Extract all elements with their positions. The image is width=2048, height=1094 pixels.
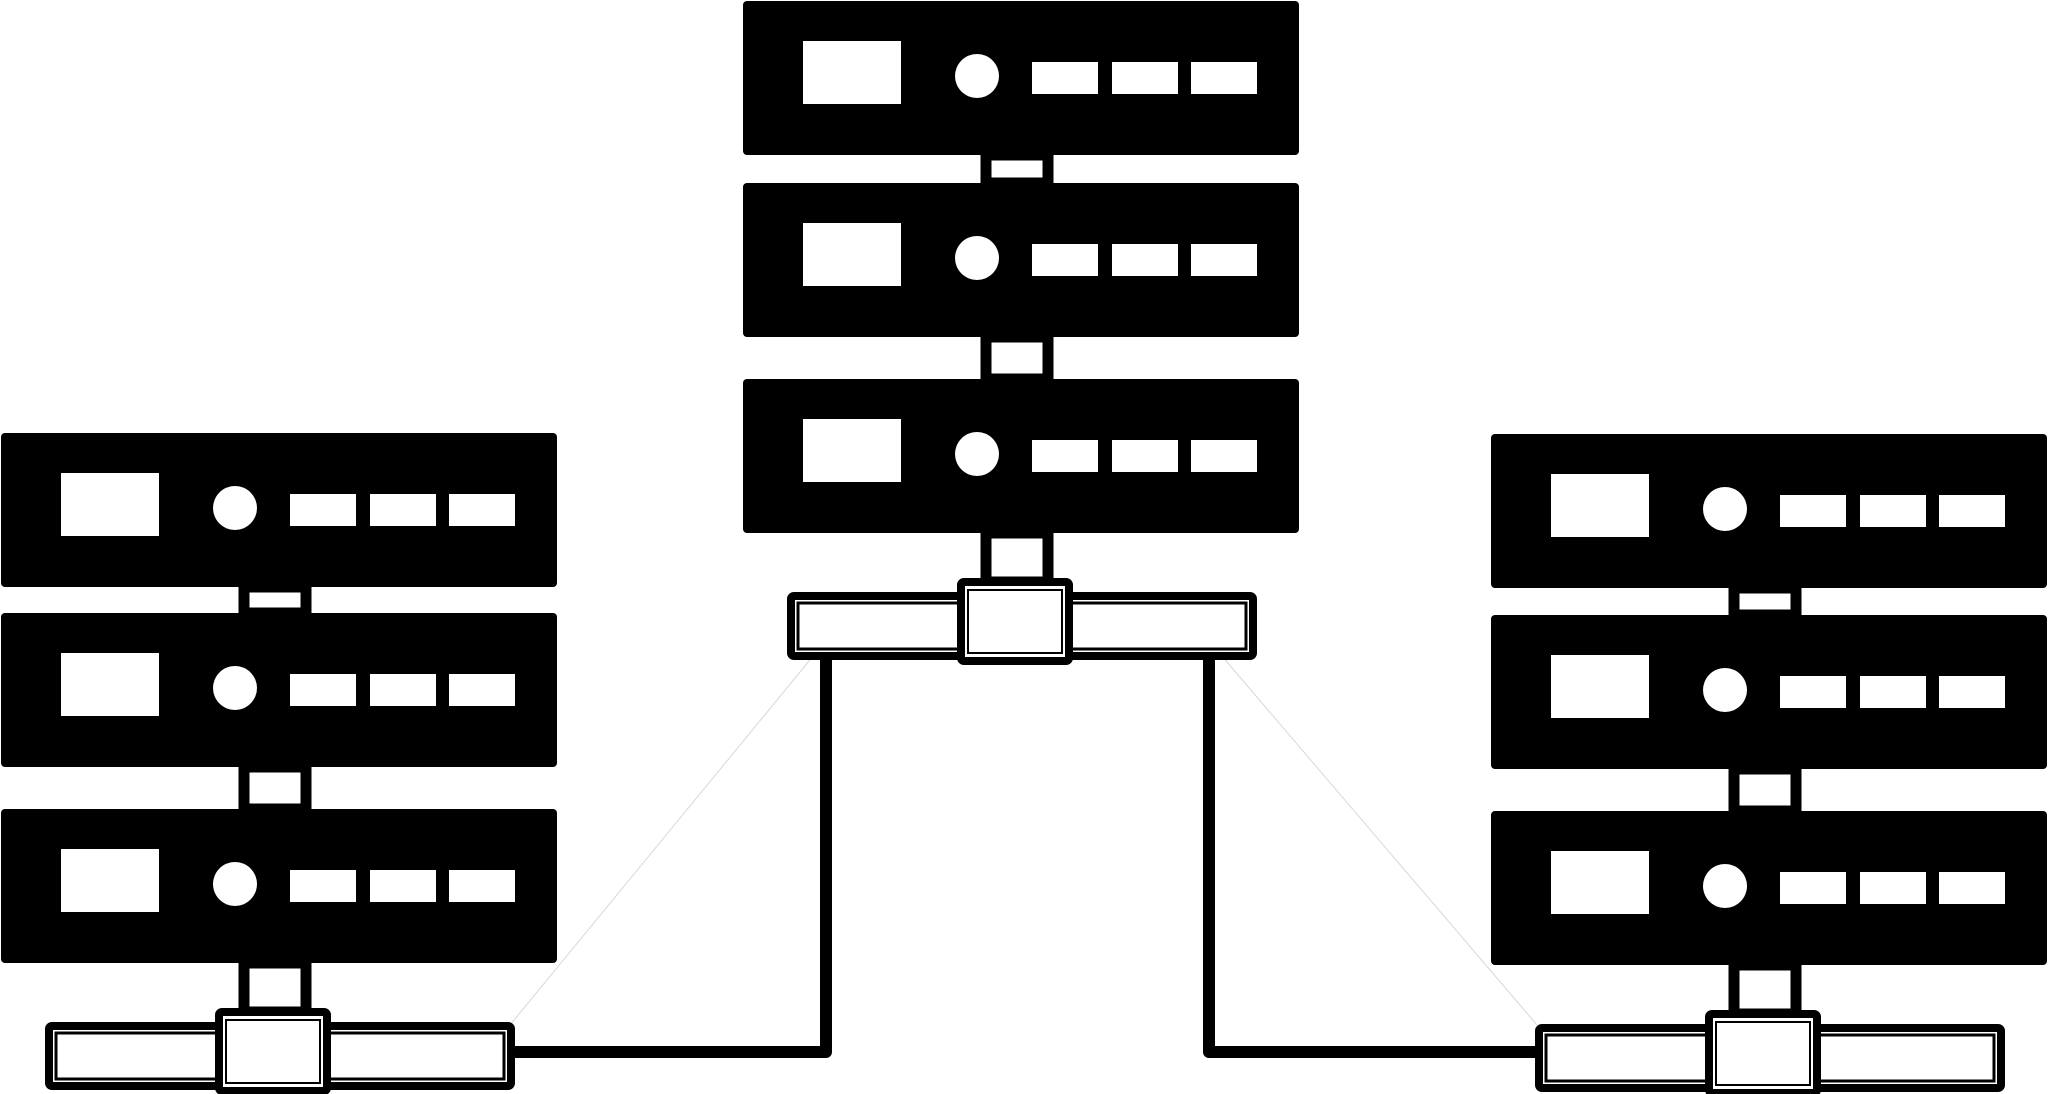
connection-lines — [509, 650, 1538, 1058]
right-server-3 — [1491, 811, 2047, 965]
power-button-icon — [955, 432, 999, 476]
display-panel — [803, 419, 901, 482]
center-server-2 — [743, 183, 1299, 337]
drive-bay — [1112, 244, 1178, 276]
rack-link — [980, 527, 1054, 588]
drive-bay — [449, 674, 515, 706]
power-button-icon — [1703, 668, 1747, 712]
drive-bay — [1191, 244, 1257, 276]
rack-link — [980, 149, 1054, 189]
drive-bay — [1860, 676, 1926, 708]
display-panel — [1551, 851, 1649, 914]
drive-bay — [1032, 440, 1098, 472]
connector-block-inner — [1715, 1021, 1811, 1086]
left-server-stack — [1, 433, 557, 1094]
center-server-1 — [743, 1, 1299, 155]
server-chassis — [743, 1, 1299, 155]
drive-bay — [1939, 495, 2005, 527]
drive-bay — [1780, 676, 1846, 708]
guide-line — [1220, 654, 1538, 1026]
power-button-icon — [1703, 487, 1747, 531]
drive-bay — [1032, 62, 1098, 94]
power-button-icon — [213, 486, 257, 530]
left-server-2 — [1, 613, 557, 767]
drive-bay — [1112, 62, 1178, 94]
display-panel — [1551, 655, 1649, 718]
right-server-2 — [1491, 615, 2047, 769]
drive-bay — [1780, 495, 1846, 527]
left-stack-connector — [45, 1008, 515, 1094]
guide-line — [509, 654, 815, 1026]
center-server-3 — [743, 379, 1299, 533]
right-stack-connector — [1535, 1010, 2005, 1094]
center-stack-connector — [787, 578, 1257, 665]
center-server-stack — [743, 1, 1299, 665]
drive-bay — [1939, 676, 2005, 708]
drive-bay — [1032, 244, 1098, 276]
rack-link — [1728, 959, 1802, 1020]
connector-block-inner — [967, 589, 1063, 654]
server-chassis — [743, 183, 1299, 337]
rack-link — [238, 761, 312, 815]
drive-bay — [290, 494, 356, 526]
right-server-stack — [1491, 434, 2047, 1094]
drive-bay — [370, 870, 436, 902]
rack-link — [238, 957, 312, 1018]
power-button-icon — [955, 236, 999, 280]
rack-link — [1728, 763, 1802, 817]
server-chassis — [1, 433, 557, 587]
connector-block-inner — [225, 1019, 321, 1084]
drive-bay — [449, 494, 515, 526]
drive-bay — [449, 870, 515, 902]
rack-link — [238, 581, 312, 619]
drive-bay — [1191, 440, 1257, 472]
power-button-icon — [213, 862, 257, 906]
left-server-1 — [1, 433, 557, 587]
power-button-icon — [955, 54, 999, 98]
display-panel — [61, 473, 159, 536]
drive-bay — [1939, 872, 2005, 904]
drive-bay — [290, 870, 356, 902]
drive-bay — [290, 674, 356, 706]
server-chassis — [743, 379, 1299, 533]
display-panel — [1551, 474, 1649, 537]
drive-bay — [370, 494, 436, 526]
drive-bay — [1860, 495, 1926, 527]
right-server-1 — [1491, 434, 2047, 588]
rack-link — [1728, 582, 1802, 621]
power-button-icon — [213, 666, 257, 710]
display-panel — [803, 41, 901, 104]
drive-bay — [1780, 872, 1846, 904]
drive-bay — [370, 674, 436, 706]
left-server-3 — [1, 809, 557, 963]
server-chassis — [1, 809, 557, 963]
rack-link — [980, 331, 1054, 385]
display-panel — [803, 223, 901, 286]
cable-left-to-center — [512, 650, 832, 1058]
server-chassis — [1491, 434, 2047, 588]
server-chassis — [1491, 811, 2047, 965]
drive-bay — [1191, 62, 1257, 94]
display-panel — [61, 849, 159, 912]
display-panel — [61, 653, 159, 716]
power-button-icon — [1703, 864, 1747, 908]
cable-right-to-center — [1203, 650, 1537, 1058]
drive-bay — [1860, 872, 1926, 904]
drive-bay — [1112, 440, 1178, 472]
server-chassis — [1, 613, 557, 767]
server-chassis — [1491, 615, 2047, 769]
